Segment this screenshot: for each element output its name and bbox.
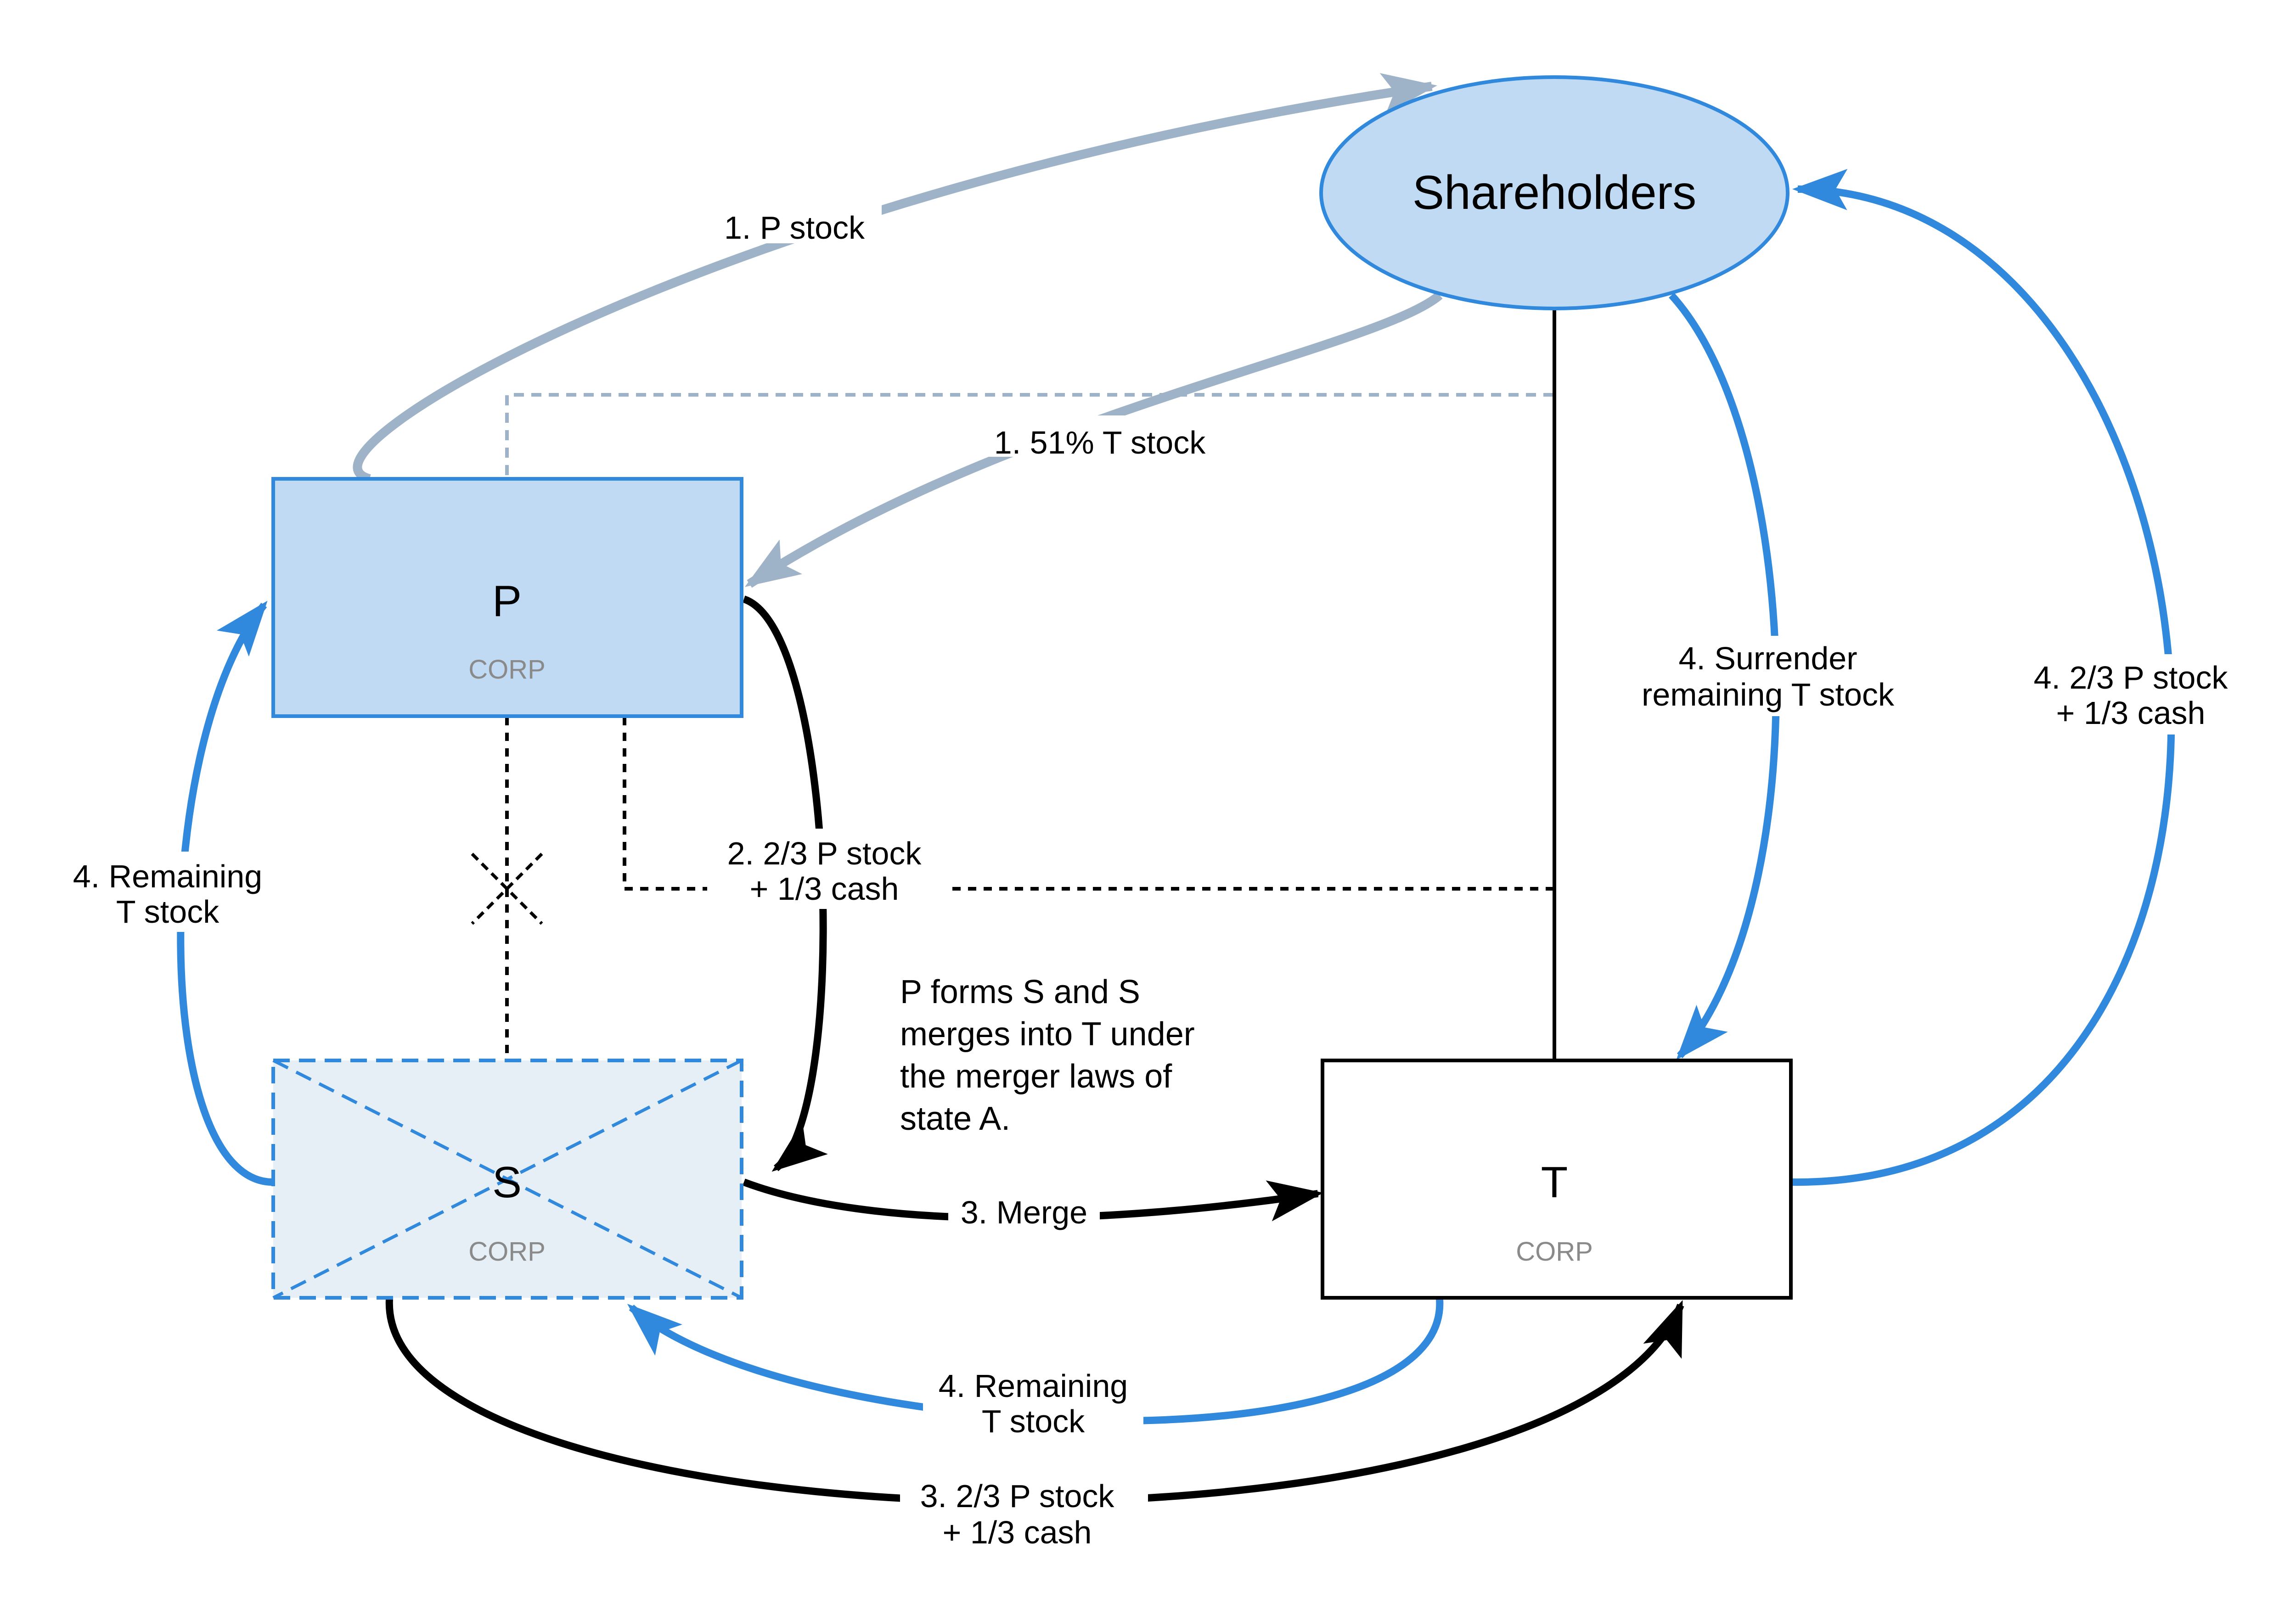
svg-text:state A.: state A. <box>900 1100 1010 1137</box>
shareholders-label: Shareholders <box>1412 166 1697 219</box>
t-corp-label: T <box>1541 1158 1568 1207</box>
svg-text:3. Merge: 3. Merge <box>961 1194 1087 1230</box>
s-to-p-remaining-edge-label: 4. Remaining T stock <box>57 852 278 932</box>
svg-text:remaining T stock: remaining T stock <box>1642 677 1895 712</box>
s-corp-node: S CORP <box>271 1059 743 1300</box>
svg-text:P forms S and S: P forms S and S <box>900 974 1140 1010</box>
svg-text:4. Remaining: 4. Remaining <box>939 1368 1128 1404</box>
surrender-edge-label: 4. Surrender remaining T stock <box>1626 636 1915 716</box>
svg-text:4. Surrender: 4. Surrender <box>1678 640 1857 676</box>
svg-text:merges into T under: merges into T under <box>900 1016 1195 1053</box>
svg-text:4. Remaining: 4. Remaining <box>73 858 262 894</box>
t-corp-type: CORP <box>1516 1237 1593 1267</box>
svg-text:the merger laws of: the merger laws of <box>900 1058 1172 1095</box>
svg-text:T stock: T stock <box>982 1403 1085 1439</box>
svg-text:2. 2/3 P stock: 2. 2/3 P stock <box>727 836 922 871</box>
svg-text:+ 1/3 cash: + 1/3 cash <box>2056 695 2206 731</box>
s-corp-label: S <box>492 1158 522 1207</box>
svg-text:4. 2/3 P stock: 4. 2/3 P stock <box>2034 660 2228 695</box>
svg-text:+ 1/3 cash: + 1/3 cash <box>943 1514 1092 1550</box>
t-corp-node: T CORP <box>1321 1059 1793 1300</box>
svg-text:1. 51% T stock: 1. 51% T stock <box>994 425 1206 460</box>
p-stock-arrow <box>353 73 1437 483</box>
p-corp-type: CORP <box>468 655 546 684</box>
s-corp-type: CORP <box>468 1237 546 1267</box>
t-stock-51-edge-label: 1. 51% T stock <box>974 415 1231 460</box>
t-to-s-remaining-edge-label: 4. Remaining T stock <box>923 1361 1143 1441</box>
p-corp-label: P <box>492 577 522 626</box>
transaction-note: P forms S and S merges into T under the … <box>900 974 1195 1137</box>
s-to-p-remaining-arrow <box>177 600 272 1186</box>
p-corp-node: P CORP <box>271 477 743 718</box>
s-to-t-consideration-edge-label: 3. 2/3 P stock + 1/3 cash <box>900 1471 1148 1552</box>
p-to-s-consideration-edge-label: 2. 2/3 P stock + 1/3 cash <box>707 829 946 909</box>
svg-text:3. 2/3 P stock: 3. 2/3 P stock <box>920 1478 1115 1514</box>
t-to-shareholders-edge-label: 4. 2/3 P stock + 1/3 cash <box>2020 654 2241 735</box>
svg-text:+ 1/3 cash: + 1/3 cash <box>750 871 899 907</box>
dissolved-cross-line <box>272 1059 743 1300</box>
shareholders-node: Shareholders <box>1319 75 1790 310</box>
ownership-severed-icon <box>471 852 543 925</box>
t-stock-51-arrow <box>744 292 1443 588</box>
merge-edge-label: 3. Merge <box>948 1189 1100 1230</box>
svg-text:T stock: T stock <box>116 894 219 930</box>
p-t-ownership-line <box>623 717 1554 891</box>
svg-text:1. P stock: 1. P stock <box>724 210 865 246</box>
p-stock-edge-label: 1. P stock <box>707 202 882 246</box>
